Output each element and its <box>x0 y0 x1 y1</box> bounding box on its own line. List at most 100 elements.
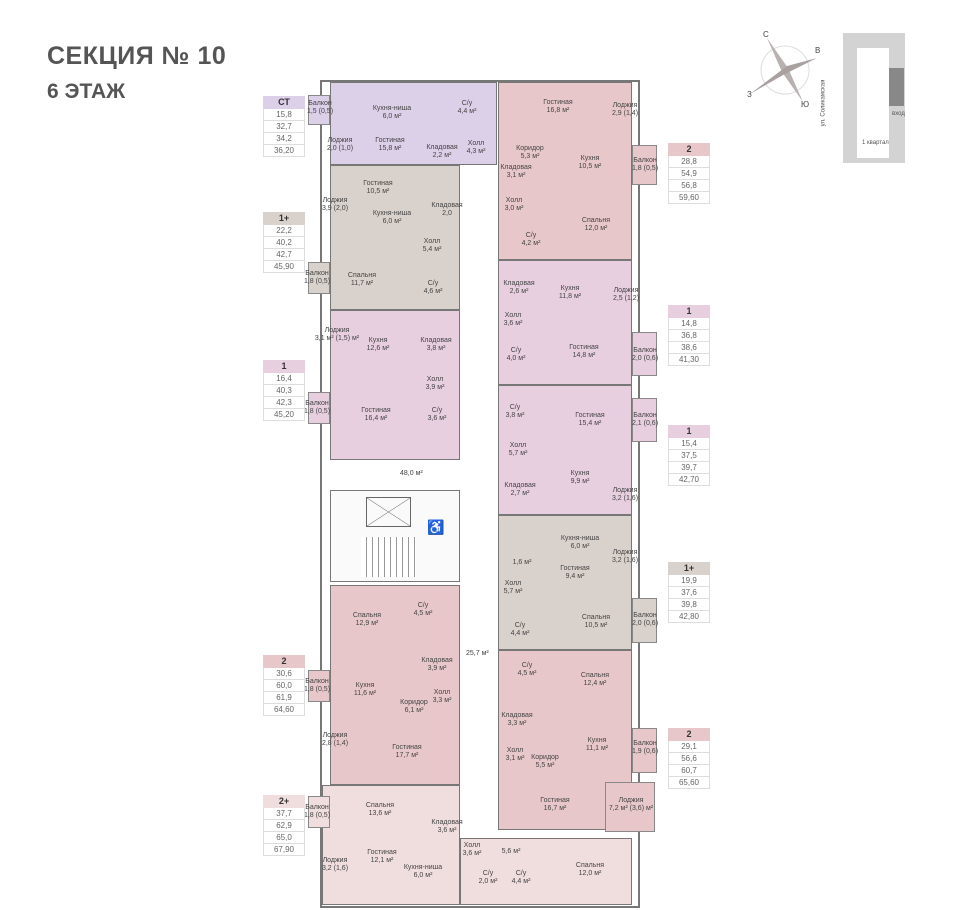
room-name: Холл <box>504 580 522 587</box>
area-value: 60,0 <box>263 680 305 692</box>
room-area: 5,4 м² <box>422 246 442 253</box>
apartment-type: 2 <box>668 143 710 156</box>
room-name: Коридор <box>531 754 559 761</box>
room-area: 2,1 (0,6) <box>631 420 659 427</box>
room-area: 12,0 м² <box>584 225 608 232</box>
apartment-type: 1 <box>668 425 710 438</box>
room-area: 2,6 м² <box>509 288 529 295</box>
room-area: 11,8 м² <box>558 293 582 300</box>
room-area: 4,4 м² <box>510 630 530 637</box>
area-value: 64,60 <box>263 704 305 716</box>
room-name: Балкон <box>633 347 657 354</box>
room-area: 4,4 м² <box>457 108 477 115</box>
room-name: Лоджия <box>612 487 638 494</box>
room-name: Балкон <box>308 100 332 107</box>
room-area: 4,4 м² <box>511 878 531 885</box>
room-area: 10,5 м² <box>584 622 608 629</box>
apartment-1-right-a[interactable] <box>498 260 632 385</box>
area-value: 45,20 <box>263 409 305 421</box>
room-area: 17,7 м² <box>395 752 419 759</box>
area-value: 67,90 <box>263 844 305 856</box>
room-area: 1,8 (0,5) <box>303 408 331 415</box>
apartment-1-left[interactable] <box>330 310 460 460</box>
apartment-2-top-right[interactable] <box>498 82 632 260</box>
room-name: С/у <box>509 404 521 411</box>
area-value: 39,7 <box>668 462 710 474</box>
area-value: 28,8 <box>668 156 710 168</box>
apartment-type: 1+ <box>263 212 305 225</box>
area-value: 56,8 <box>668 180 710 192</box>
apartment-2plus[interactable] <box>322 785 460 905</box>
balcony <box>632 145 657 185</box>
room-name: Спальня <box>581 217 611 224</box>
area-value: 32,7 <box>263 121 305 133</box>
room-area: 5,7 м² <box>508 450 528 457</box>
room-name: Лоджия <box>327 137 353 144</box>
room-name: Холл <box>505 197 523 204</box>
apartment-1plus-left[interactable] <box>330 165 460 310</box>
apartment-studio[interactable] <box>330 82 497 165</box>
room-name: Холл <box>423 238 441 245</box>
accessibility-icon: ♿ <box>427 519 445 535</box>
room-area: 3,2 (1,6) <box>321 865 349 872</box>
area-value: 65,60 <box>668 777 710 789</box>
apartment-type: 1 <box>263 360 305 373</box>
room-area: 16,4 м² <box>364 415 388 422</box>
room-area: 3,1 м² (1,5) м² <box>314 335 360 342</box>
room-area: 5,3 м² <box>520 153 540 160</box>
apartment-1plus-right[interactable] <box>498 515 632 650</box>
apartment-type: 2+ <box>263 795 305 808</box>
room-name: Кладовая <box>501 712 533 719</box>
room-area: 7,2 м² (3,6) м² <box>608 805 654 812</box>
compass-rose: С В Ю З <box>745 30 825 110</box>
room-area: 4,0 м² <box>506 355 526 362</box>
area-value: 15,4 <box>668 438 710 450</box>
room-area: 15,8 м² <box>378 145 402 152</box>
room-name: Кухня <box>560 285 580 292</box>
apartment-2plus-hall <box>460 838 632 905</box>
area-value: 29,1 <box>668 741 710 753</box>
room-name: Лоджия <box>612 549 638 556</box>
area-value: 65,0 <box>263 832 305 844</box>
room-area: 3,8 м² <box>505 412 525 419</box>
room-area: 12,0 м² <box>578 870 602 877</box>
room-area: 3,8 м² <box>426 345 446 352</box>
room-area: 3,9 (2,0) <box>321 205 349 212</box>
room-name: С/у <box>510 347 522 354</box>
area-value: 22,2 <box>263 225 305 237</box>
room-name: Холл <box>433 689 451 696</box>
room-area: 3,3 м² <box>432 697 452 704</box>
apartment-2-left[interactable] <box>330 585 460 785</box>
area-value: 60,7 <box>668 765 710 777</box>
compass-west: З <box>747 90 752 99</box>
room-name: Балкон <box>305 804 329 811</box>
apartment-1-right-b[interactable] <box>498 385 632 515</box>
room-name: Кухня <box>355 682 375 689</box>
room-area: 11,1 м² <box>585 745 609 752</box>
room-name: С/у <box>521 662 533 669</box>
room-name: С/у <box>431 407 443 414</box>
room-name: Гостиная <box>392 744 422 751</box>
